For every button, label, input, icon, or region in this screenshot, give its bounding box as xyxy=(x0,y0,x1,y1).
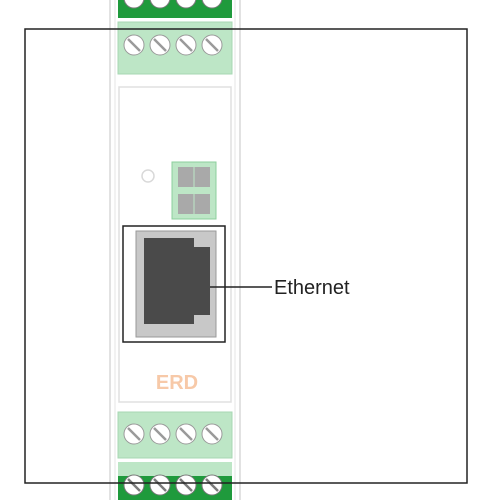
bottom-terminal-block-dark xyxy=(118,462,232,500)
ethernet-callout-label: Ethernet xyxy=(274,277,350,299)
bottom-terminal-block-light xyxy=(117,411,233,459)
ethernet-port[interactable] xyxy=(122,225,226,343)
module-label: ERD xyxy=(156,372,198,394)
status-led xyxy=(141,169,155,183)
switch-block xyxy=(171,161,217,220)
top-terminal-block-light xyxy=(117,21,233,75)
top-terminal-block-dark xyxy=(118,0,232,18)
frame-outline xyxy=(24,28,468,484)
